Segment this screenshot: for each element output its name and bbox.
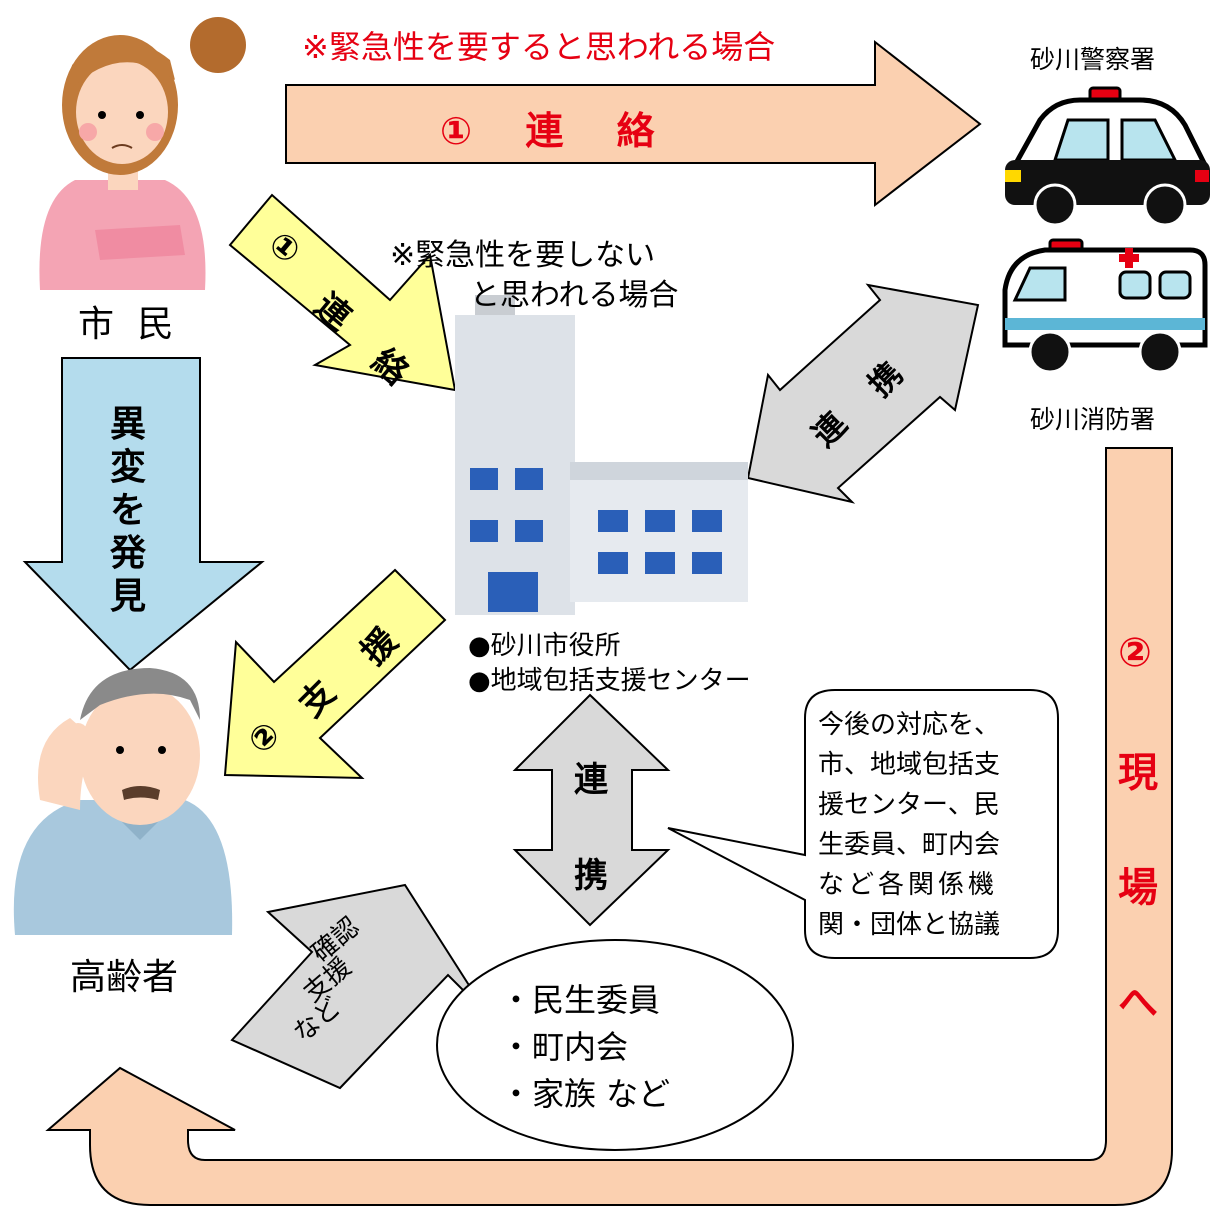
nonemergency-contact-arrow — [228, 193, 457, 392]
callout-bubble — [667, 689, 1059, 959]
onsite-char3: へ — [1118, 980, 1158, 1026]
cooperate-diagonal-arrow — [746, 283, 980, 504]
community-line1: ・民生委員 — [500, 981, 661, 1019]
police-car-icon — [1005, 86, 1210, 227]
ambulance-icon — [1002, 238, 1208, 374]
top-arrow-label: ① 連 絡 — [440, 109, 675, 153]
nonemergency-note-line1: ※緊急性を要しない — [390, 238, 656, 273]
cooperate-vert-char2: 携 — [574, 856, 608, 896]
confirm-support-arrow — [230, 883, 489, 1090]
citizen-label: 市 民 — [78, 304, 180, 345]
onsite-char2: 場 — [1118, 865, 1158, 911]
elder-label: 高齢者 — [70, 957, 179, 998]
callout-line3: 援センター、民 — [818, 790, 1000, 820]
elder-illustration — [13, 668, 233, 935]
emergency-note: ※緊急性を要すると思われる場合 — [302, 28, 776, 66]
callout-line5: など各関係機 — [818, 870, 999, 900]
nonemergency-note-line2: と思われる場合 — [470, 278, 679, 313]
discover-char-4: 発 — [110, 533, 147, 574]
callout-line2: 市、地域包括支 — [818, 750, 1001, 780]
support-arrow — [223, 568, 447, 780]
city-hall-line2: ●地域包括支援センター — [468, 666, 751, 696]
city-hall-building — [455, 295, 748, 615]
onsite-u-arrow — [45, 447, 1173, 1206]
callout-line6: 関・団体と協議 — [818, 910, 1001, 940]
callout-line4: 生委員、町内会 — [818, 830, 1001, 860]
discover-char-1: 異 — [110, 404, 147, 445]
citizen-illustration — [39, 17, 246, 290]
cooperate-vertical-arrow — [512, 693, 671, 927]
emergency-contact-arrow — [285, 39, 982, 208]
fire-label: 砂川消防署 — [1030, 405, 1156, 434]
onsite-num: ② — [1118, 630, 1152, 676]
discover-char-5: 見 — [110, 576, 147, 617]
discover-char-3: を — [110, 490, 147, 531]
callout-line1: 今後の対応を、 — [818, 710, 1001, 740]
onsite-char1: 現 — [1118, 750, 1158, 796]
discover-char-2: 変 — [110, 447, 147, 488]
community-line2: ・町内会 — [500, 1028, 629, 1066]
city-hall-line1: ●砂川市役所 — [468, 631, 621, 661]
cooperate-vert-char1: 連 — [574, 760, 608, 800]
police-label: 砂川警察署 — [1030, 45, 1156, 74]
community-ellipse — [436, 939, 794, 1151]
community-line3: ・家族 など — [500, 1075, 671, 1113]
discover-arrow — [22, 357, 265, 672]
